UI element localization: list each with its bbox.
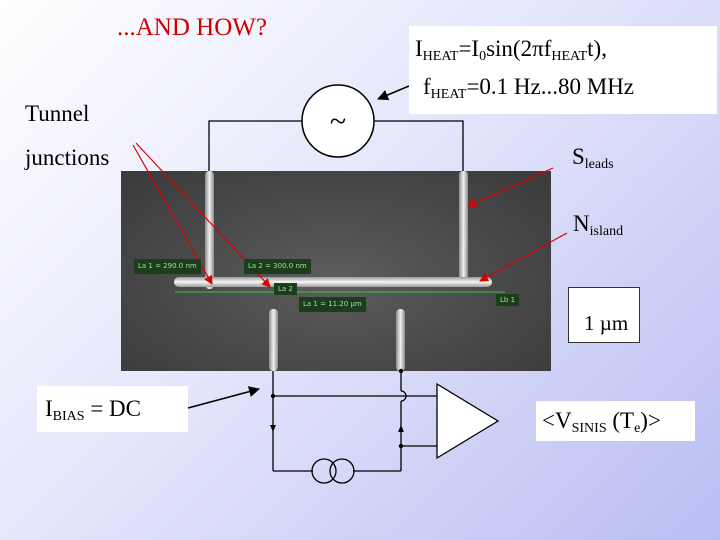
sem-tag-length: La 1 = 11.20 µm (299, 297, 366, 312)
slide-title: ...AND HOW? (117, 14, 267, 41)
scale-label: 1 µm (584, 311, 629, 335)
arrow-n-island (479, 232, 568, 282)
bias-box: IBIAS = DC (37, 386, 188, 432)
heat-formula-box: IHEAT=I0sin(2πfHEATt), fHEAT=0.1 Hz...80… (409, 26, 717, 114)
sem-tag-lb1: Lb 1 (496, 294, 520, 306)
s-leads-label: Sleads (572, 144, 614, 172)
sem-tag-la2-short: La 2 (274, 283, 297, 295)
n-island (174, 277, 492, 287)
ac-source-symbol: ~ (330, 105, 346, 138)
ac-source-circle (301, 84, 375, 158)
tunnel-junctions-label: Tunnel junctions (25, 101, 110, 170)
heat-line-1: IHEAT=I0sin(2πfHEATt), (415, 36, 607, 64)
arrow-s-leads (467, 167, 554, 207)
n-island-label: Nisland (573, 211, 624, 239)
amplifier-triangle (436, 382, 500, 460)
s-lead-right-top (459, 171, 468, 283)
heat-line-2: fHEAT=0.1 Hz...80 MHz (423, 74, 635, 102)
scale-box (568, 287, 640, 343)
sem-tag-la2: La 2 = 300.0 nm (244, 259, 311, 274)
vsinis-box: <VSINIS (Te)> (536, 401, 695, 441)
arrow-heat (377, 85, 410, 101)
arrow-bias (187, 386, 260, 409)
s-lead-right-bottom (396, 309, 405, 371)
s-lead-left-top (205, 171, 214, 289)
s-lead-left-bottom (269, 309, 278, 371)
sem-tag-la1: La 1 = 290.0 nm (134, 259, 201, 274)
current-source-icon (311, 458, 355, 484)
